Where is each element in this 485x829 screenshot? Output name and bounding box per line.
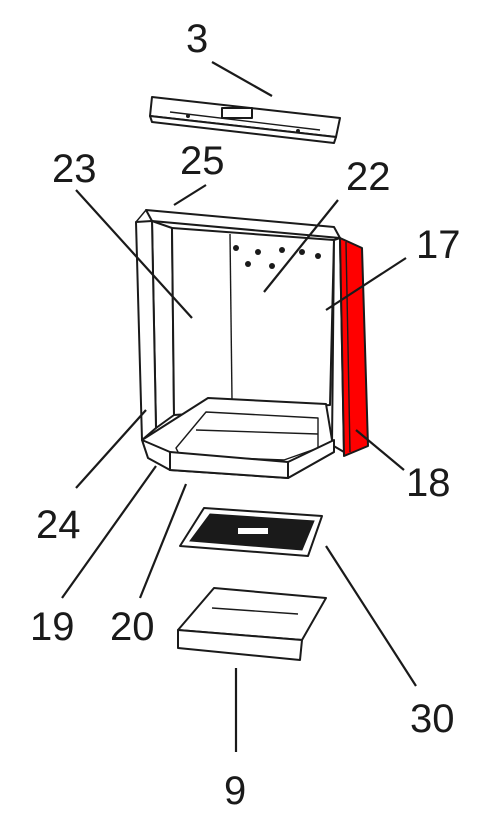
leader-3 bbox=[211, 61, 273, 97]
part-3-top-plate bbox=[149, 96, 341, 144]
callout-24: 24 bbox=[36, 503, 81, 547]
leader-17 bbox=[325, 257, 407, 311]
part-18-right-front-strip-highlighted bbox=[339, 237, 369, 457]
leader-20 bbox=[138, 483, 188, 599]
callout-18: 18 bbox=[406, 461, 451, 505]
callout-17: 17 bbox=[416, 223, 461, 267]
part-30-grate bbox=[179, 507, 323, 557]
callout-30: 30 bbox=[410, 697, 455, 741]
leader-18 bbox=[355, 429, 405, 471]
callout-25: 25 bbox=[180, 139, 225, 183]
leader-24 bbox=[75, 409, 147, 489]
callout-22: 22 bbox=[346, 155, 391, 199]
callout-labels: 3 25 23 22 17 18 24 19 20 30 9 bbox=[30, 17, 461, 813]
callout-19: 19 bbox=[30, 605, 75, 649]
leader-25 bbox=[173, 184, 207, 206]
part-24-left-front-strip bbox=[135, 209, 157, 441]
part-22-back-wall bbox=[171, 227, 335, 416]
leader-23 bbox=[75, 189, 193, 319]
leader-30 bbox=[325, 545, 417, 687]
callout-3: 3 bbox=[186, 17, 208, 61]
leader-lines bbox=[61, 61, 417, 752]
callout-20: 20 bbox=[110, 605, 155, 649]
part-19-20-floor-assembly bbox=[141, 397, 335, 479]
callout-9: 9 bbox=[224, 769, 246, 813]
callout-23: 23 bbox=[52, 147, 97, 191]
leader-22 bbox=[263, 199, 339, 293]
part-9-ash-pan bbox=[177, 587, 327, 661]
leader-19 bbox=[61, 465, 157, 599]
